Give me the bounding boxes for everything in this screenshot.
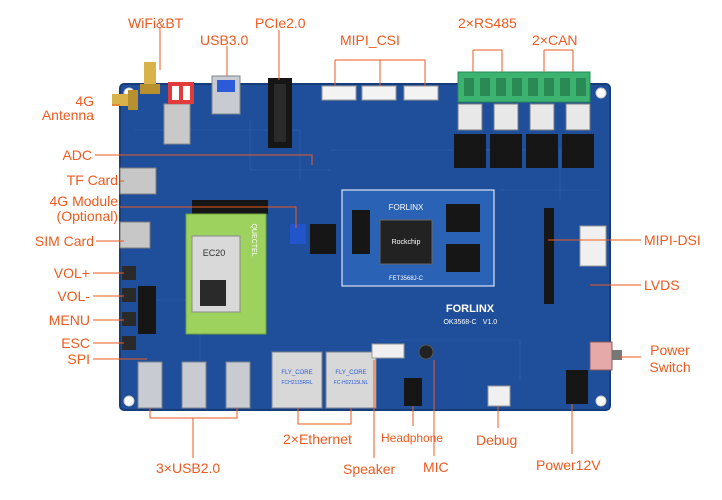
mipi-dsi-connector [544, 208, 554, 304]
headphone-jack [404, 378, 422, 406]
rj45-right-part: FC-H02115LNL [334, 380, 369, 386]
leader-mipi-csi [334, 59, 426, 86]
dip-switch [168, 82, 194, 104]
label-4g-antenna-line1: 4G [75, 93, 94, 109]
modem-model-text: EC20 [203, 248, 226, 258]
leader-rs485 [472, 49, 503, 72]
soc-brand-text: Rockchip [392, 239, 421, 246]
label-can: 2×CAN [532, 32, 578, 48]
label-rs485: 2×RS485 [458, 15, 517, 31]
leader-usb2 [149, 408, 238, 458]
label-power12v: Power12V [536, 457, 601, 473]
label-tf-card: TF Card [66, 172, 118, 188]
leader-adc [95, 154, 313, 165]
potentiometer [290, 224, 306, 244]
label-esc: ESC [61, 335, 90, 351]
label-headphone: Headphone [381, 431, 444, 445]
label-spi: SPI [67, 351, 90, 367]
rj45-left-part: FCH2115RRL [281, 380, 312, 386]
side-buttons [122, 266, 136, 350]
pcie-slot [268, 78, 292, 148]
debug-connector [487, 385, 511, 407]
system-on-module: FORLINX Rockchip FET3568J-C [341, 189, 495, 287]
antenna-4g-connector [112, 90, 138, 110]
label-mipi-dsi: MIPI-DSI [644, 232, 701, 248]
som-model-text: FET3568J-C [389, 276, 424, 282]
label-speaker: Speaker [343, 461, 396, 477]
tf-card-slot [119, 167, 157, 195]
board-model-silkscreen: OK3568-C [443, 319, 476, 326]
label-mic: MIC [423, 459, 449, 475]
brand-silkscreen: FORLINX [446, 303, 495, 315]
wifi-antenna-connector [140, 62, 160, 94]
label-power-switch-line1: Power [650, 342, 690, 358]
isolated-transceivers [454, 134, 594, 168]
rj45-left-brand: FLY_CORE [281, 370, 312, 376]
label-ethernet: 2×Ethernet [283, 431, 352, 447]
relays [457, 103, 591, 131]
rj45-right-brand: FLY_CORE [335, 370, 366, 376]
board-version-silkscreen: V1.0 [483, 319, 498, 326]
leader-4g-module [120, 206, 297, 228]
leader-can [543, 49, 574, 72]
label-usb2: 3×USB2.0 [156, 460, 221, 476]
mic-component [418, 344, 434, 360]
label-wifi-bt: WiFi&BT [128, 15, 184, 31]
label-usb3: USB3.0 [200, 32, 249, 48]
leader-ethernet [297, 408, 352, 425]
label-4g-antenna-line2: Antenna [41, 107, 94, 123]
label-vol-minus: VOL- [57, 288, 90, 304]
label-lvds: LVDS [644, 277, 680, 293]
wifi-bt-module [163, 103, 191, 145]
label-sim-card: SIM Card [34, 233, 94, 249]
sim-card-slot [119, 221, 151, 249]
rj45-ports: FLY_CORE FCH2115RRL FLY_CORE FC-H02115LN… [271, 351, 377, 409]
modem-brand-text: QUECTEL [250, 223, 257, 256]
leader-lines [93, 28, 641, 458]
label-pcie: PCIe2.0 [255, 15, 306, 31]
som-brand-text: FORLINX [389, 203, 424, 212]
label-adc: ADC [62, 147, 92, 163]
label-mipi-csi: MIPI_CSI [340, 32, 400, 48]
label-4g-module-line2: (Optional) [56, 208, 118, 224]
usb3-port [211, 75, 241, 115]
spi-header [138, 286, 156, 334]
label-4g-module-line1: 4G Module [49, 193, 118, 209]
label-debug: Debug [476, 432, 518, 448]
lte-module: EC20 QUECTEL [185, 213, 267, 335]
label-power-switch-line2: Switch [649, 359, 691, 375]
center-pin-header [310, 224, 336, 254]
mipi-csi-connectors [321, 85, 439, 101]
label-vol-plus: VOL+ [53, 265, 90, 281]
terminal-block [457, 71, 591, 103]
speaker-connector [371, 343, 405, 359]
usb2-ports [137, 361, 251, 409]
label-menu: MENU [48, 312, 90, 328]
lvds-connector [579, 225, 607, 267]
dc-power-jack [566, 370, 588, 404]
power-switch [589, 341, 622, 371]
